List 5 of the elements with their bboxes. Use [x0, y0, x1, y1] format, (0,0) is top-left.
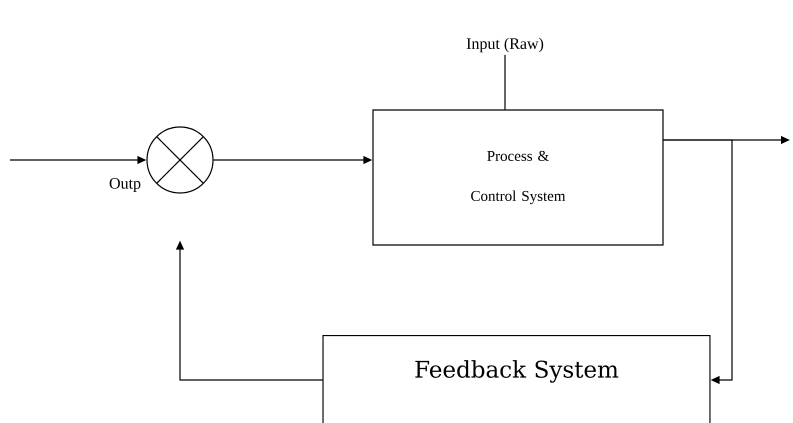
process-box: Process & Control System — [372, 109, 664, 246]
feedback-box: Feedback System — [322, 334, 711, 423]
input-label: Input (Raw) — [466, 38, 544, 52]
arrow — [664, 139, 733, 384]
summing-junction — [146, 126, 214, 194]
